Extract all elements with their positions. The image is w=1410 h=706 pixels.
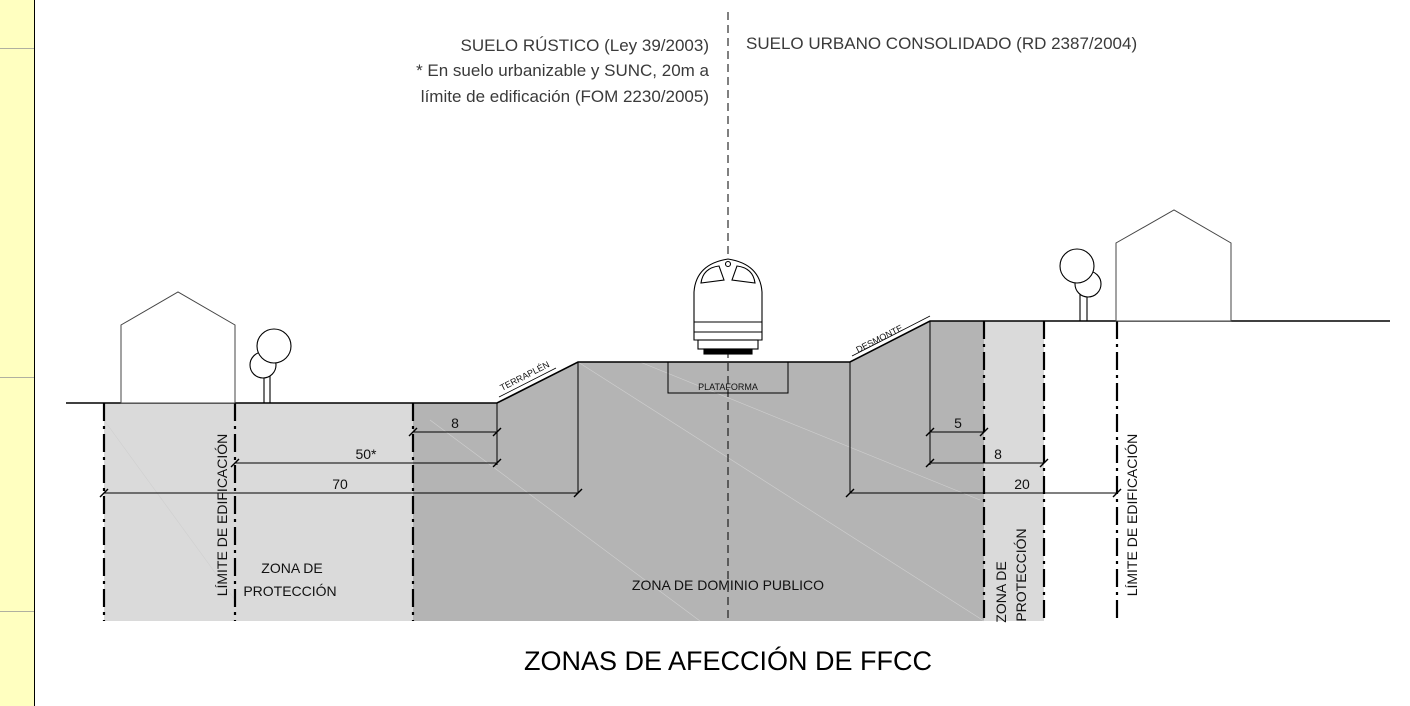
dimension-ticks — [99, 427, 1122, 498]
zona-proteccion-right-line-2: PROTECCIÓN — [1013, 528, 1029, 621]
plataforma-bracket — [667, 362, 789, 394]
dim-right-8: 8 — [994, 446, 1002, 462]
zona-proteccion-right-line-1: ZONA DE — [993, 561, 1009, 622]
limite-edificacion-right-label: LÍMITE DE EDIFICACIÓN — [1124, 434, 1140, 597]
strip-divider — [0, 611, 34, 612]
zona-dominio-publico-label: ZONA DE DOMINIO PUBLICO — [632, 577, 824, 593]
dimension-lines — [104, 431, 1117, 494]
strip-divider — [0, 48, 34, 49]
plataforma-label: PLATAFORMA — [698, 382, 758, 392]
dim-left-50: 50* — [355, 446, 377, 462]
zona-dominio-publico-fill — [413, 321, 984, 621]
zona-proteccion-left-fill — [235, 403, 413, 621]
terraplen-leader — [498, 367, 557, 398]
tree-left — [249, 328, 292, 403]
zona-proteccion-right-fill — [984, 321, 1044, 621]
left-note-line-1: SUELO RÚSTICO (Ley 39/2003) — [461, 36, 709, 55]
left-outer-fill — [104, 403, 235, 621]
zona-proteccion-left-line-2: PROTECCIÓN — [243, 583, 336, 599]
desmonte-leader — [851, 315, 931, 357]
right-note: SUELO URBANO CONSOLIDADO (RD 2387/2004) — [746, 34, 1137, 53]
ground-profile — [66, 320, 1390, 404]
house-left — [120, 291, 236, 404]
side-strip — [0, 0, 35, 706]
strip-divider — [0, 377, 34, 378]
zona-proteccion-left-line-1: ZONA DE — [261, 560, 322, 576]
train-icon — [693, 258, 763, 355]
limite-edificacion-left-label: LÍMITE DE EDIFICACIÓN — [214, 434, 230, 597]
left-note-line-3: límite de edificación (FOM 2230/2005) — [421, 87, 709, 106]
boundary-lines — [102, 321, 1119, 621]
dim-left-70: 70 — [332, 476, 348, 492]
dim-right-20: 20 — [1014, 476, 1030, 492]
house-right — [1115, 209, 1232, 322]
sheet-title: ZONAS DE AFECCIÓN DE FFCC — [524, 645, 932, 676]
dim-right-5: 5 — [954, 415, 962, 431]
left-note-line-2: * En suelo urbanizable y SUNC, 20m a — [416, 61, 709, 80]
tree-right — [1059, 248, 1102, 321]
hatch-lines — [103, 361, 985, 622]
dim-left-8: 8 — [451, 415, 459, 431]
